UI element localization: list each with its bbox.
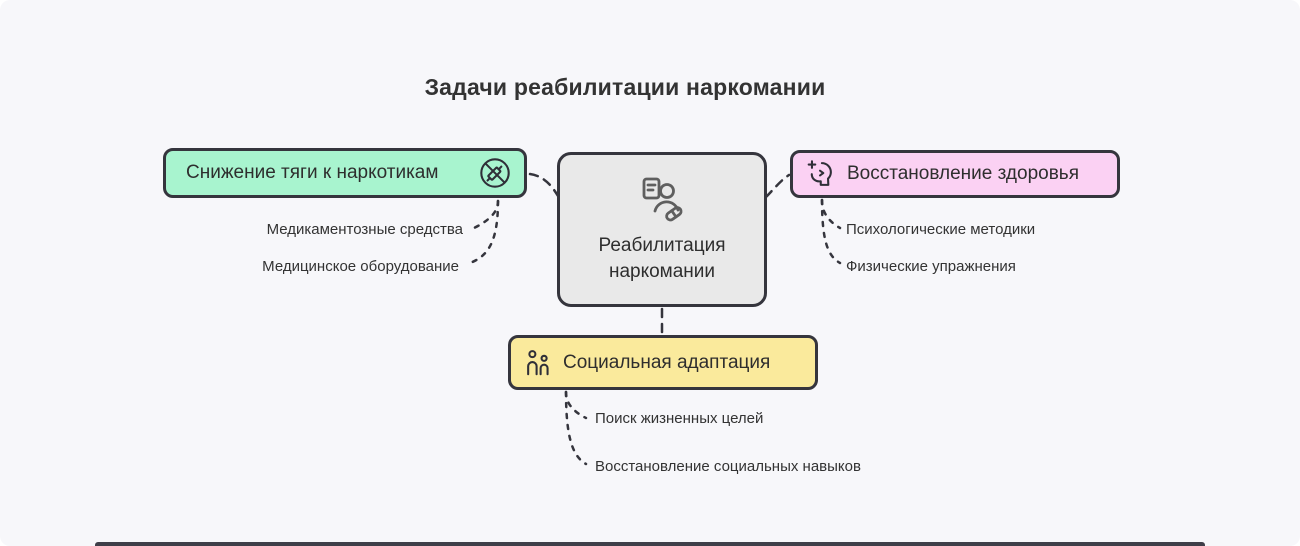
branch-node-health-recovery: Восстановление здоровья (790, 150, 1120, 198)
branch-node-reduce-craving: Снижение тяги к наркотикам (163, 148, 527, 198)
edge-bottom-child-2 (564, 390, 588, 466)
leaf-item: Восстановление социальных навыков (595, 458, 861, 475)
leaf-item: Поиск жизненных целей (595, 410, 764, 427)
leaf-item: Физические упражнения (846, 258, 1016, 275)
edge-right-child-1 (820, 198, 842, 230)
edge-left-child-1 (472, 199, 500, 230)
leaf-item: Медицинское оборудование (262, 258, 459, 275)
diagram-bottom-border (95, 542, 1205, 546)
mind-health-icon (803, 157, 837, 191)
diagram-title: Задачи реабилитации наркомании (424, 74, 826, 100)
leaf-item: Медикаментозные средства (266, 221, 463, 238)
edge-right-child-2 (820, 198, 842, 265)
no-drugs-icon (478, 156, 512, 190)
root-label-line1: Реабилитация (598, 235, 726, 257)
branch-node-social-adaptation: Социальная адаптация (508, 335, 818, 390)
edge-left-center (528, 172, 560, 198)
root-label-line2: наркомании (608, 261, 716, 282)
branch-label: Снижение тяги к наркотикам (186, 162, 439, 183)
branch-label: Восстановление здоровья (847, 163, 1079, 184)
edge-center-right (764, 173, 791, 199)
branch-label: Социальная адаптация (563, 351, 771, 373)
rehab-person-pill-icon (636, 174, 688, 226)
family-icon (523, 348, 553, 378)
root-node-rehabilitation: Реабилитация наркомании (557, 152, 767, 307)
edge-bottom-child-1 (564, 390, 588, 420)
edge-left-child-2 (468, 199, 500, 265)
leaf-item: Психологические методики (846, 221, 1036, 238)
